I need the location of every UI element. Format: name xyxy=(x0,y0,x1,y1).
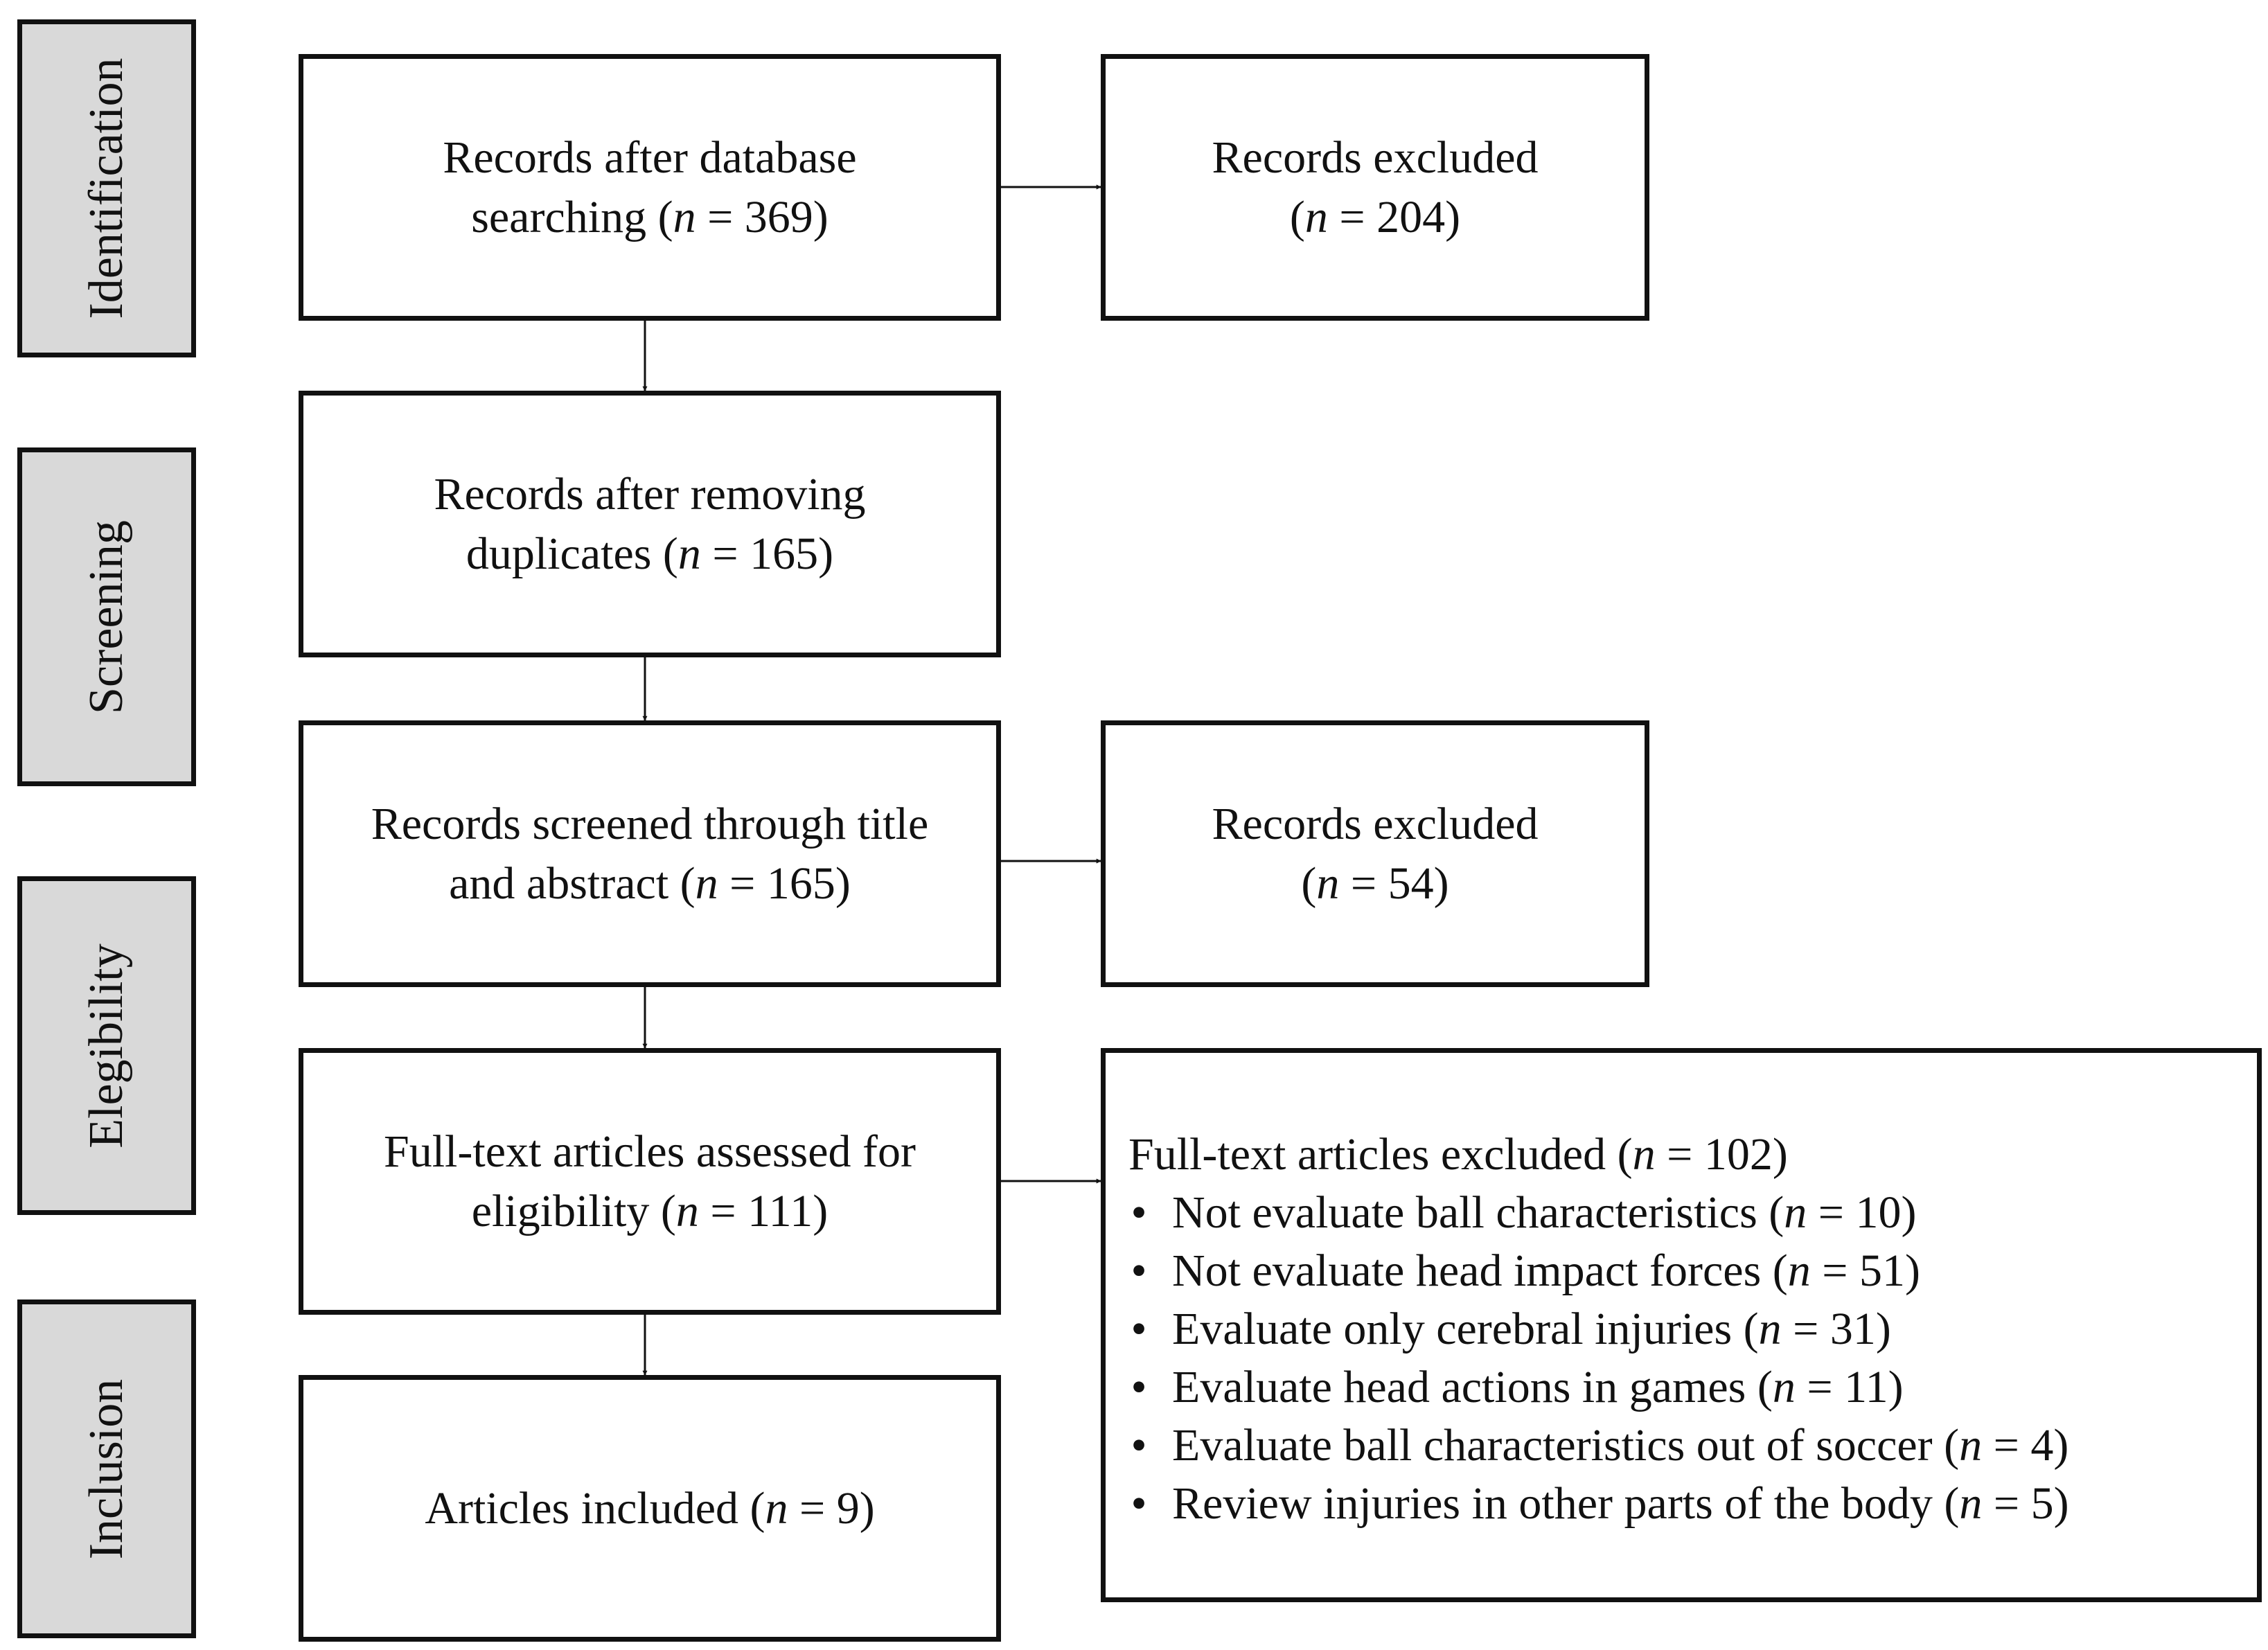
box-text-line: Records screened through title xyxy=(371,798,929,849)
box-text-line: Articles included (n = 9) xyxy=(425,1482,875,1534)
stage-elegibility: Elegibility xyxy=(17,876,196,1215)
box-text-line: Records after removing xyxy=(434,468,866,520)
box-duplicates-removed: Records after removing duplicates (n = 1… xyxy=(299,391,1001,657)
box-text-line: and abstract (n = 165) xyxy=(449,858,851,909)
stage-identification: Identification xyxy=(17,19,196,357)
exclusion-reason: •Not evaluate head impact forces (n = 51… xyxy=(1128,1242,2257,1300)
exclusion-reason: •Evaluate ball characteristics out of so… xyxy=(1128,1417,2257,1475)
bullet-icon: • xyxy=(1131,1187,1147,1238)
box-included: Articles included (n = 9) xyxy=(299,1375,1001,1642)
box-excluded-initial: Records excluded (n = 204) xyxy=(1101,54,1649,321)
bullet-icon: • xyxy=(1131,1420,1147,1471)
bullet-icon: • xyxy=(1131,1304,1147,1354)
box-text-line: Records after database xyxy=(443,132,857,183)
bullet-icon: • xyxy=(1131,1362,1147,1412)
box-title-abstract: Records screened through title and abstr… xyxy=(299,720,1001,987)
box-text-line: searching (n = 369) xyxy=(471,191,829,242)
exclusion-reason: •Evaluate head actions in games (n = 11) xyxy=(1128,1358,2257,1417)
box-text-line: (n = 54) xyxy=(1301,858,1449,909)
box-text-line: Records excluded xyxy=(1212,132,1539,183)
box-text-line: Records excluded xyxy=(1212,798,1539,849)
box-excluded-screening: Records excluded (n = 54) xyxy=(1101,720,1649,987)
exclusion-list-title: Full-text articles excluded (n = 102) xyxy=(1128,1129,1788,1180)
exclusion-reason: •Review injuries in other parts of the b… xyxy=(1128,1475,2257,1533)
box-text-line: duplicates (n = 165) xyxy=(466,528,834,579)
box-text-line: eligibility (n = 111) xyxy=(471,1185,829,1236)
exclusion-reason: •Not evaluate ball characteristics (n = … xyxy=(1128,1184,2257,1242)
box-database-search: Records after database searching (n = 36… xyxy=(299,54,1001,321)
bullet-icon: • xyxy=(1131,1478,1147,1529)
box-full-text-assessed: Full-text articles assessed for eligibil… xyxy=(299,1048,1001,1315)
box-text-line: Full-text articles assessed for xyxy=(384,1126,916,1177)
stage-inclusion: Inclusion xyxy=(17,1299,196,1638)
exclusion-reason: •Evaluate only cerebral injuries (n = 31… xyxy=(1128,1300,2257,1358)
box-full-text-excluded: Full-text articles excluded (n = 102) •N… xyxy=(1101,1048,2262,1602)
box-text-line: (n = 204) xyxy=(1289,191,1461,242)
stage-screening: Screening xyxy=(17,447,196,786)
exclusion-reason-list: •Not evaluate ball characteristics (n = … xyxy=(1128,1184,2257,1533)
bullet-icon: • xyxy=(1131,1245,1147,1296)
